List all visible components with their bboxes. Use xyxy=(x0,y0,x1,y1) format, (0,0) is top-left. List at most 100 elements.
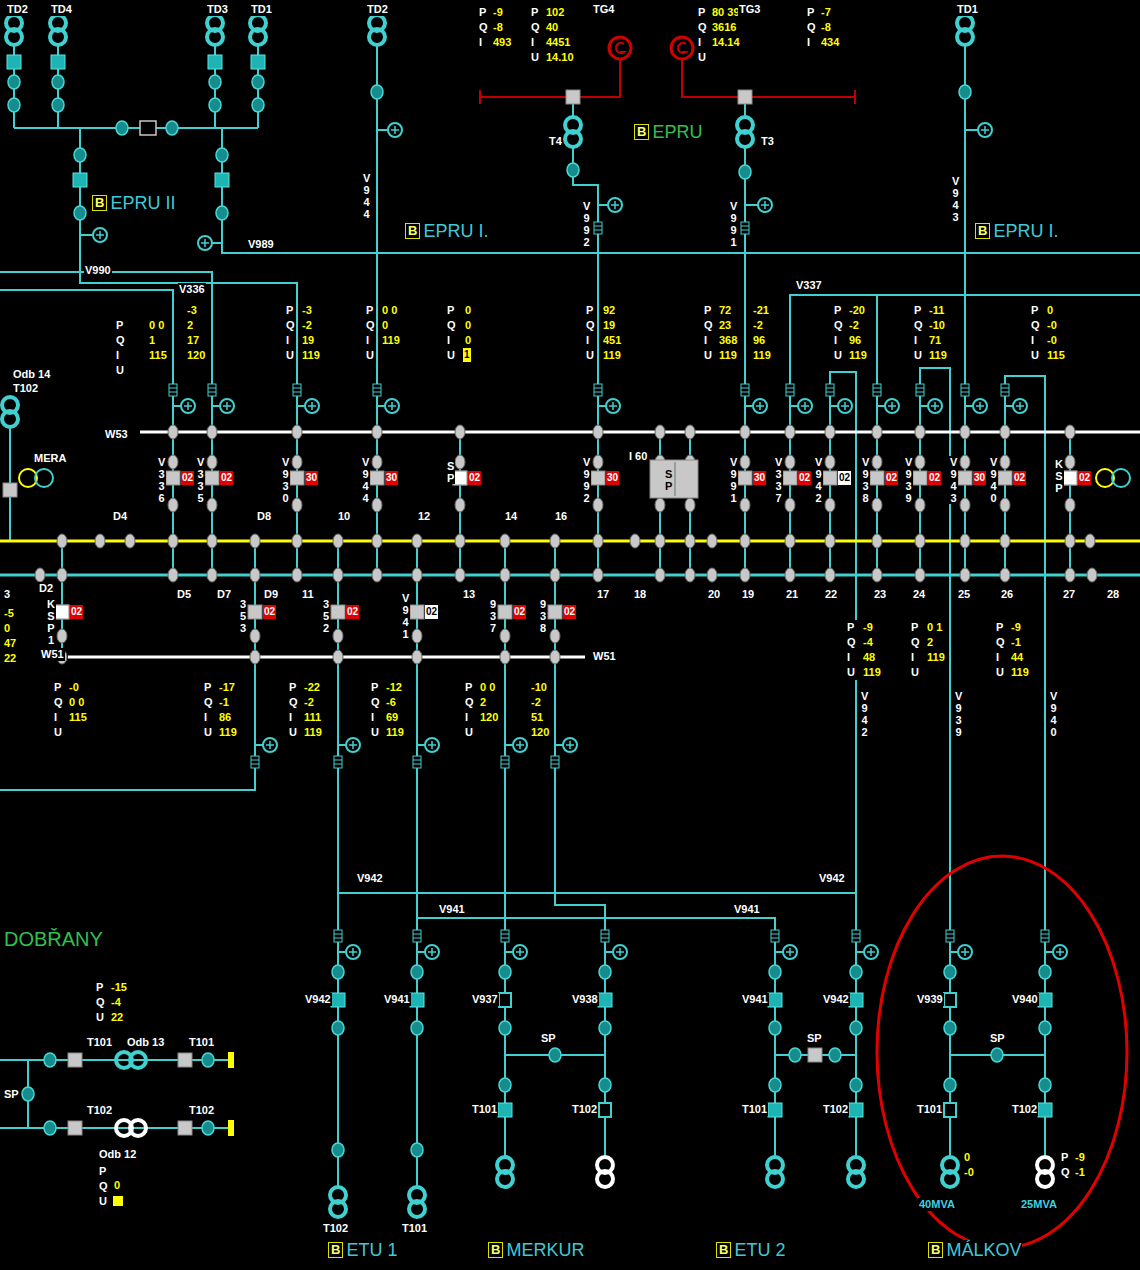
station-name: EPRU II xyxy=(109,193,176,213)
device-label: I 60 xyxy=(628,450,648,463)
bay-symbol xyxy=(453,425,467,582)
device-label: 19 xyxy=(741,588,755,601)
bay-number: V 9 3 9 xyxy=(954,690,963,738)
top-equipment xyxy=(116,121,128,135)
device-label: T101 xyxy=(86,1036,113,1049)
state-tag: 30 xyxy=(305,471,318,485)
top-equipment xyxy=(741,222,749,234)
measurement-value: 0 -0 xyxy=(963,1150,975,1180)
dobrany-station xyxy=(202,1121,214,1135)
device-label: 21 xyxy=(785,588,799,601)
station-bay xyxy=(1038,1103,1052,1117)
device-label: W51 xyxy=(40,648,65,661)
station-badge: BETU 1 xyxy=(328,1242,343,1258)
measurement-value: -11 -10 71 119 xyxy=(928,303,948,363)
busbar xyxy=(140,431,1140,434)
generator-busbar xyxy=(609,37,631,59)
device-label: T102 xyxy=(322,1222,349,1235)
device-label: TD1 xyxy=(956,3,979,16)
tag-text: 02 xyxy=(221,472,232,483)
device-label: TD2 xyxy=(6,3,29,16)
device-label: V937 xyxy=(471,993,499,1006)
feeder-line xyxy=(555,657,605,925)
measurement-value: P Q I U xyxy=(53,680,64,740)
measurement-value: P Q I U xyxy=(530,5,541,65)
station-bay xyxy=(1037,1157,1053,1187)
device-label: T101 xyxy=(401,1222,428,1235)
busbar xyxy=(95,534,105,548)
bay-number: V 9 9 1 xyxy=(729,200,738,248)
measurement-value: P Q I U xyxy=(910,620,921,680)
measurement-value: -9 -1 44 119 xyxy=(1010,620,1030,680)
busbar xyxy=(1085,534,1095,548)
bay-symbol xyxy=(998,380,1027,582)
state-tag: 02 xyxy=(563,605,576,619)
badge-letter: B xyxy=(719,1242,728,1257)
station-bay xyxy=(599,925,627,1158)
measurement-value: P Q U xyxy=(98,1164,109,1209)
measurement-value: -17 -1 86 119 xyxy=(218,680,238,740)
station-bay xyxy=(848,1157,864,1187)
feeder-line xyxy=(80,130,978,243)
station-bay xyxy=(409,1187,425,1217)
feeder-line xyxy=(0,272,212,380)
tag-text: 30 xyxy=(306,472,317,483)
device-label: 3 xyxy=(3,588,11,601)
bay-number: V 9 4 2 xyxy=(860,690,869,738)
bay-symbol xyxy=(55,380,1077,768)
station-bay xyxy=(850,925,878,1158)
state-tag: 02 xyxy=(513,605,526,619)
measurement-value: P Q I U xyxy=(697,5,708,65)
top-equipment xyxy=(252,75,264,89)
device-label: 0 xyxy=(113,1179,121,1192)
device-label: 26 xyxy=(1000,588,1014,601)
state-tag: 30 xyxy=(385,471,398,485)
state-tag: 30 xyxy=(606,471,619,485)
dobrany-station xyxy=(228,1052,234,1068)
top-equipment xyxy=(565,117,581,147)
tag-text: 02 xyxy=(839,472,850,483)
top-equipment xyxy=(758,198,772,212)
device-label: V990 xyxy=(84,264,112,277)
device-label: D7 xyxy=(216,588,232,601)
feeder-line xyxy=(14,45,258,128)
bay-number: V 9 4 4 xyxy=(361,456,370,504)
dobrany-station xyxy=(116,1052,146,1068)
bay-number: 3 5 3 xyxy=(239,598,247,634)
bay-symbol xyxy=(683,425,697,582)
station-bay xyxy=(597,1157,613,1187)
station-bay xyxy=(1039,925,1067,1158)
device-label: V337 xyxy=(795,279,823,292)
bay-number: V 9 4 0 xyxy=(989,456,998,504)
top-equipment xyxy=(50,15,66,45)
bay-number: 9 3 7 xyxy=(489,598,497,634)
tag-text: 02 xyxy=(564,606,575,617)
badge-letter: B xyxy=(491,1242,500,1257)
bay-symbol xyxy=(205,380,234,582)
device-label: 14 xyxy=(504,510,518,523)
bay-number: 3 5 2 xyxy=(322,598,330,634)
measurement-value: -9 -8 493 xyxy=(492,5,512,50)
dobrany-station xyxy=(68,1121,82,1135)
top-equipment xyxy=(739,165,751,179)
device-label: T4 xyxy=(548,135,563,148)
badge-letter: B xyxy=(95,195,104,210)
device-label: 28 xyxy=(1106,588,1120,601)
dobrany-station xyxy=(22,1087,34,1101)
feeder-line xyxy=(504,657,506,925)
device-label: TD3 xyxy=(206,3,229,16)
measurement-value: -7 -8 434 xyxy=(820,5,840,50)
device-label: V941 xyxy=(438,903,466,916)
top-equipment xyxy=(209,98,221,112)
busbar xyxy=(35,568,45,582)
bay-symbol xyxy=(410,534,424,664)
bay-number: V 9 9 2 xyxy=(582,456,591,504)
feeder-line xyxy=(830,372,856,925)
tag-text: 02 xyxy=(514,606,525,617)
top-equipment xyxy=(369,15,385,45)
bay-symbol xyxy=(331,534,345,664)
tag-text: 02 xyxy=(71,606,82,617)
tag-text: 02 xyxy=(347,606,358,617)
